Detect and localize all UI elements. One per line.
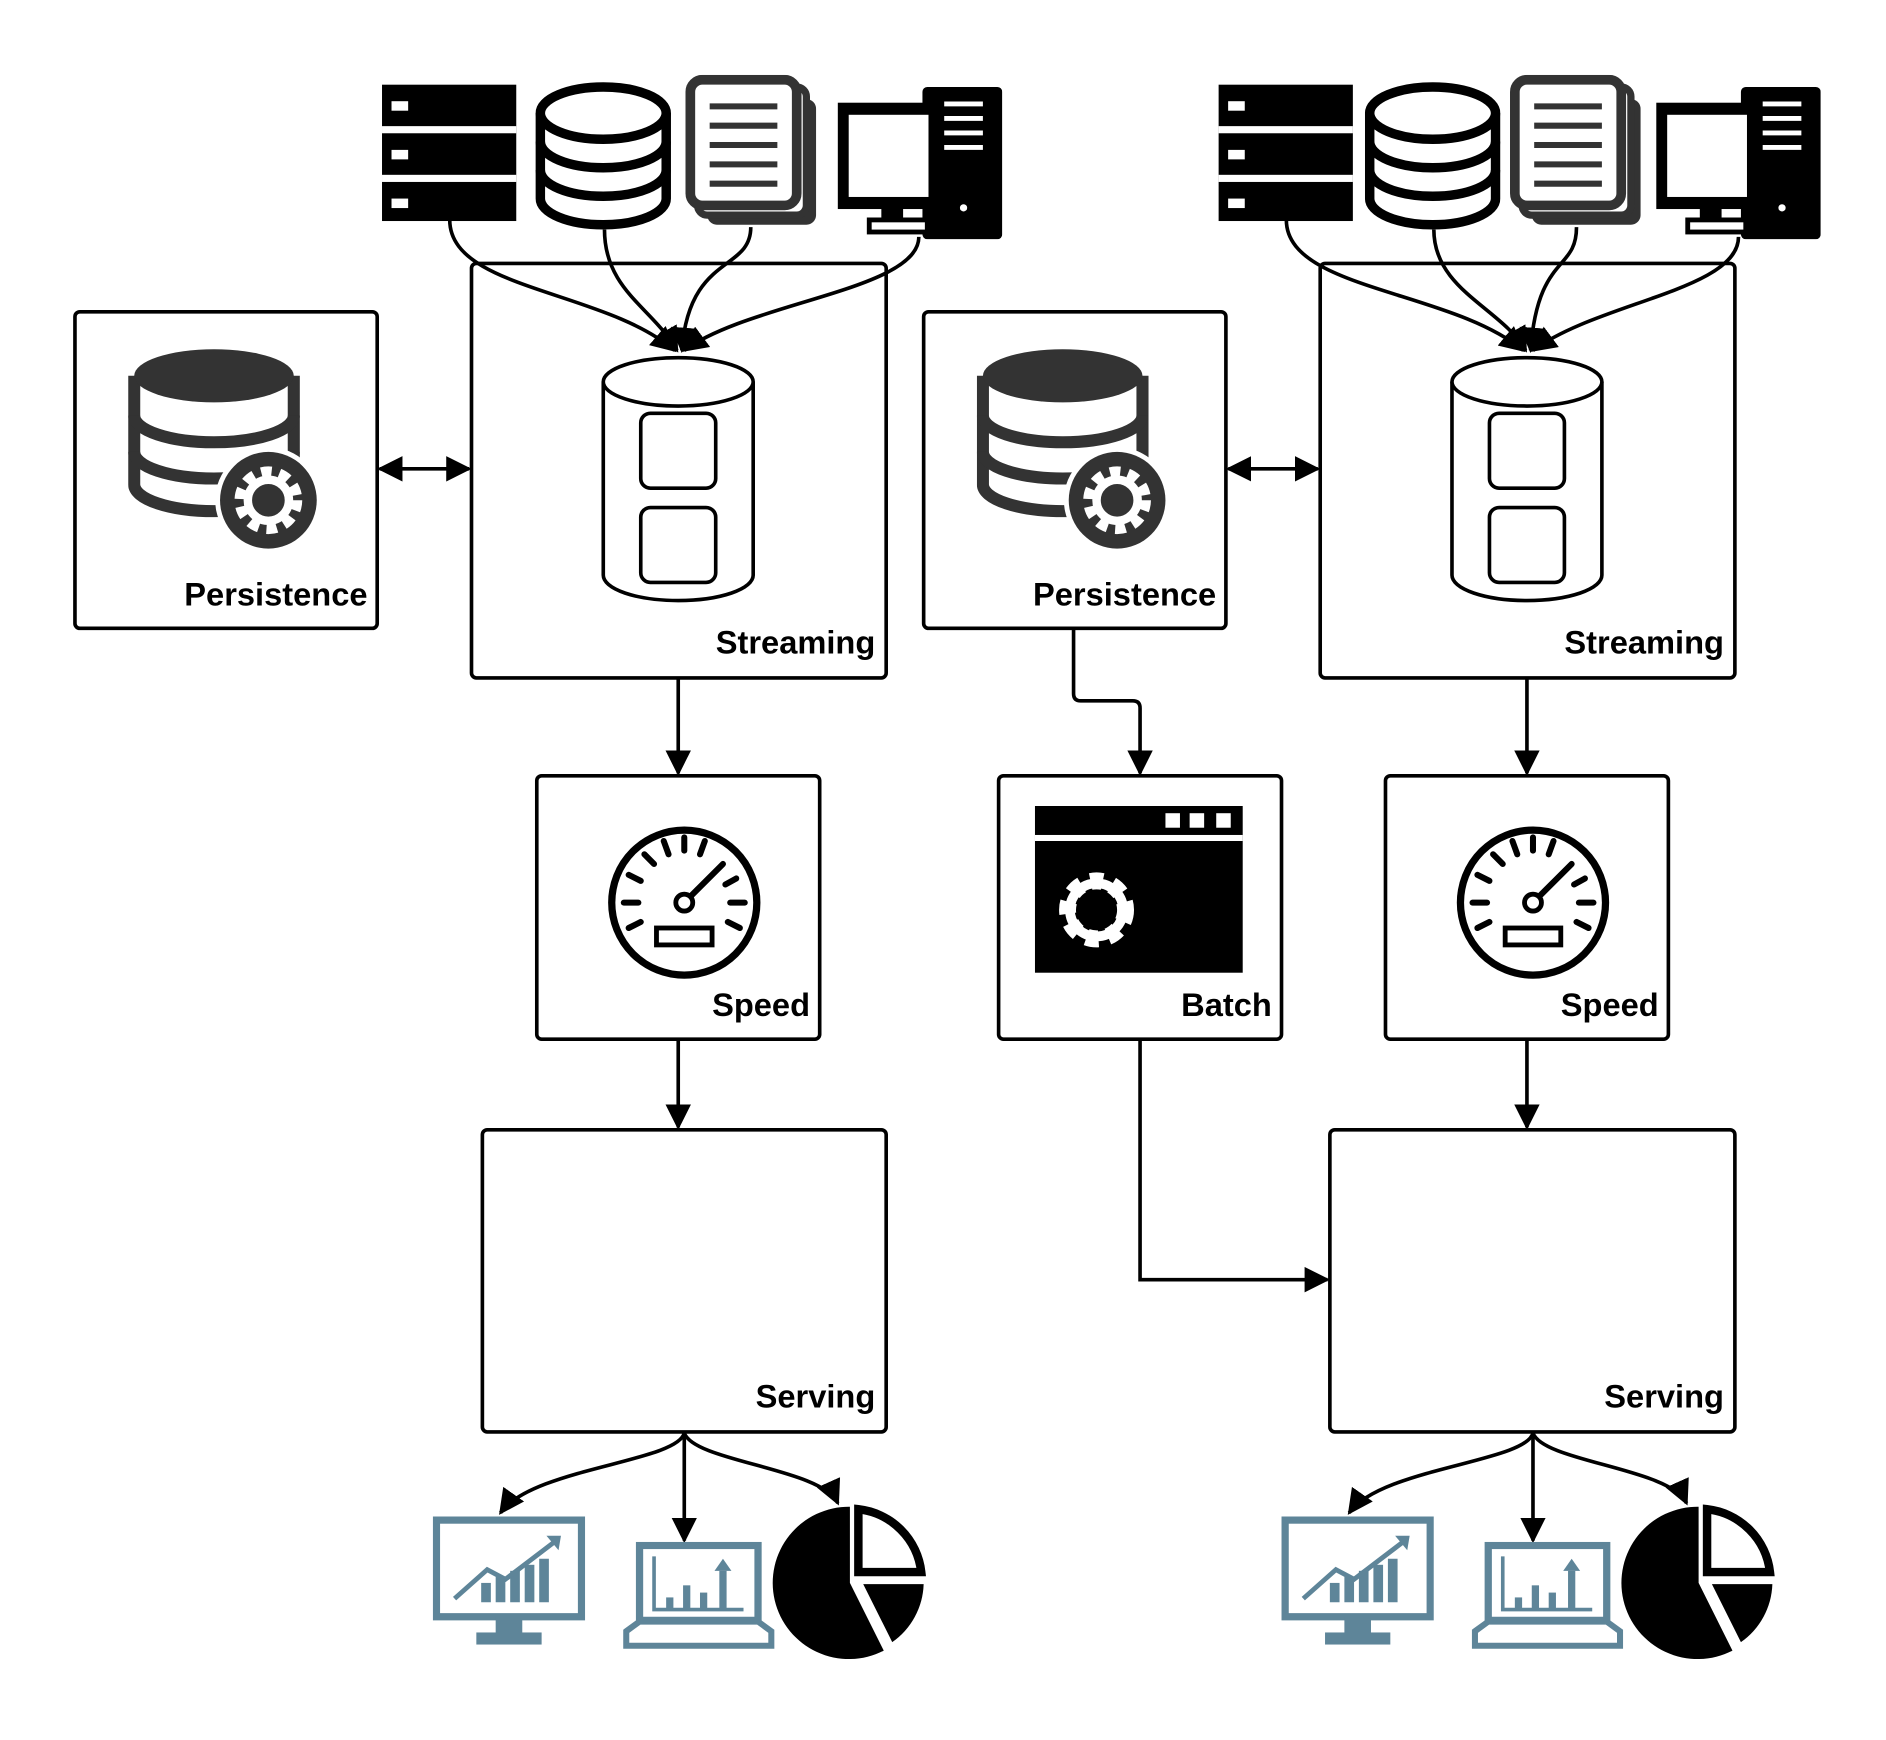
message-queue-icon (1450, 355, 1604, 603)
server-icon (1218, 84, 1353, 222)
serving-box[interactable] (1328, 1127, 1737, 1434)
desktop-computer-icon (1661, 87, 1821, 239)
persistence-label: Persistence (184, 575, 367, 612)
pie-chart-icon (773, 1507, 924, 1659)
monitor-chart-icon (436, 1520, 581, 1644)
right-sources (1218, 80, 1821, 240)
batch-label: Batch (1181, 986, 1272, 1023)
laptop-chart-icon (626, 1545, 771, 1645)
arrow-persistence-to-batch (1071, 628, 1153, 776)
monitor-chart-icon (1285, 1520, 1430, 1644)
serving-label: Serving (1604, 1378, 1724, 1415)
server-icon (382, 84, 517, 222)
source-connectors (447, 219, 921, 353)
batch-window-gear-icon (1035, 806, 1243, 973)
speedometer-icon (1460, 830, 1605, 975)
message-queue-icon (601, 355, 756, 603)
arrow-batch-to-serving (1138, 1039, 1330, 1293)
desktop-computer-icon (843, 87, 1003, 239)
database-icon (1370, 87, 1496, 225)
streaming-label: Streaming (1564, 624, 1724, 661)
source-connectors (1284, 219, 1741, 353)
streaming-label: Streaming (716, 624, 876, 661)
pie-chart-icon (1621, 1507, 1772, 1659)
speed-label: Speed (712, 986, 810, 1023)
output-connectors (499, 1432, 840, 1544)
database-icon (540, 87, 666, 225)
documents-icon (1515, 80, 1641, 225)
serving-box[interactable] (480, 1127, 888, 1434)
laptop-chart-icon (1475, 1545, 1620, 1645)
serving-label: Serving (756, 1378, 876, 1415)
output-connectors (1347, 1432, 1689, 1544)
speedometer-icon (612, 830, 757, 975)
right-pipeline: Streaming Persistence Batch Speed Servin… (921, 80, 1821, 1659)
left-pipeline: Streaming Persistence Speed Serving (73, 80, 1002, 1659)
persistence-label: Persistence (1033, 575, 1216, 612)
speed-label: Speed (1561, 986, 1659, 1023)
left-sources (382, 80, 1002, 240)
documents-icon (690, 80, 816, 225)
